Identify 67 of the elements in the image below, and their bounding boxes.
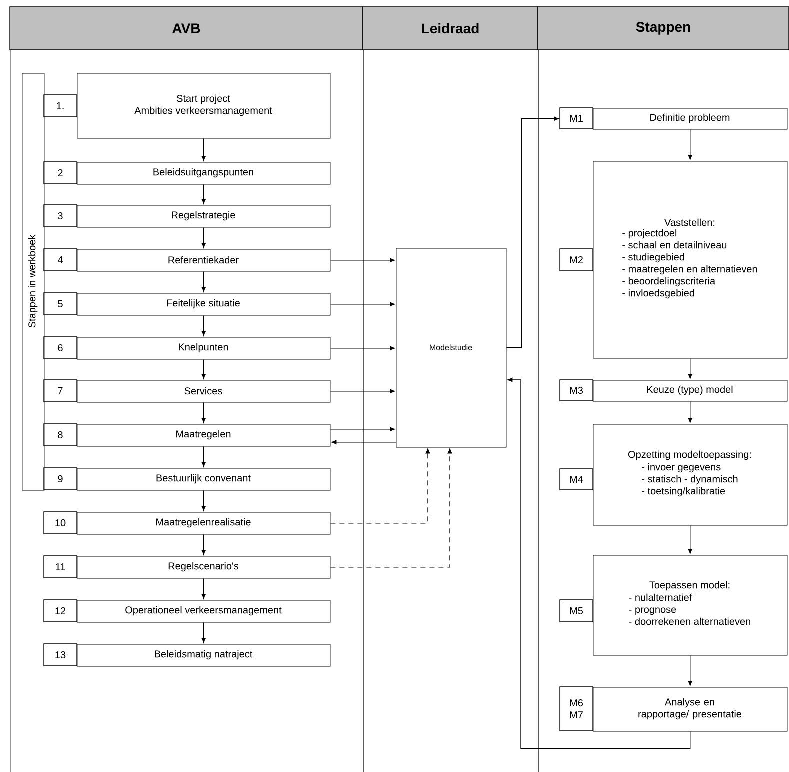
step-box: 3 Regelstrategie	[44, 204, 331, 228]
node-label: M1	[570, 115, 583, 122]
process-box: Modelstudie	[396, 248, 507, 448]
arrow	[688, 358, 693, 380]
step-box: 9 Bestuurlijk convenant	[44, 468, 331, 491]
node-label: 5	[58, 300, 63, 308]
node-label: 12	[56, 608, 66, 614]
arrow	[202, 534, 206, 556]
node-label: M4	[570, 476, 584, 483]
node-label: M6 M7	[570, 700, 584, 718]
step-box: 11 Regelscenario's	[44, 556, 331, 579]
step-box: 8 Maatregelen	[44, 424, 331, 447]
step-box: 12 Operationeel verkeersmanagement	[44, 600, 331, 623]
step-box: M3 Keuze (type) model	[560, 380, 788, 402]
node-label: 6	[58, 344, 63, 352]
step-box: 5 Feitelijke situatie	[44, 292, 331, 316]
arrow	[202, 402, 206, 424]
arrow	[330, 346, 396, 351]
arrow	[202, 227, 206, 248]
node-label: 3	[58, 212, 63, 220]
dashed-arrow	[330, 448, 430, 524]
arrow	[202, 622, 206, 644]
arrow	[330, 302, 396, 307]
arrow	[688, 525, 693, 554]
node-label: 13	[56, 651, 66, 659]
step-box: 10 Maatregelenrealisatie	[44, 512, 331, 535]
node-label: 7	[58, 388, 63, 394]
node-label: M3	[570, 386, 584, 394]
arrow	[688, 401, 693, 424]
step-box: 1. Start project Ambities verkeersmanagement	[44, 73, 331, 139]
dashed-arrow	[330, 448, 452, 568]
node-label: 2	[58, 170, 63, 176]
arrow	[202, 446, 206, 468]
step-box: M5 Toepassen model: - nulalternatief - prognose - doorrekenen alternatieven	[560, 555, 788, 656]
bracket-box: Stappen in werkboek	[22, 73, 45, 491]
node-label: 11	[56, 564, 66, 570]
arrow	[330, 258, 396, 263]
arrow	[508, 378, 691, 750]
node-label: 1.	[57, 102, 64, 110]
step-box: 4 Referentiekader	[44, 248, 331, 272]
arrow	[330, 389, 396, 394]
node-label: 8	[58, 431, 63, 439]
step-box: 2 Beleidsuitgangspunten	[44, 162, 331, 185]
node-label: M2	[570, 256, 583, 264]
arrow	[202, 578, 206, 600]
arrow	[332, 440, 396, 445]
step-box: M4 Opzetting modeltoepassing: - invoer gegevens - statisch - dynamisch - toetsing/kalibratie	[560, 424, 788, 526]
step-box: M2 Vaststellen: - projectdoel - schaal en detailniveau - studiegebied - maatregelen en alternatieven - beoordelingscriteria - invloedsgebied	[560, 161, 788, 359]
arrow	[202, 359, 206, 380]
node-label: 9	[58, 475, 63, 483]
arrow	[688, 655, 693, 686]
arrow	[202, 184, 206, 204]
node-label: M5	[570, 608, 584, 614]
arrow	[202, 315, 206, 336]
arrow	[330, 427, 396, 432]
node-label: 4	[58, 256, 63, 264]
step-box: M1 Definitie probleem	[560, 108, 788, 130]
arrow	[688, 129, 693, 160]
arrow	[202, 138, 206, 162]
step-box: M6 M7 Analyse en rapportage/ presentatie	[560, 686, 788, 732]
step-box: 6 Knelpunten	[44, 336, 331, 360]
arrow	[506, 116, 560, 348]
node-label: 10	[56, 519, 66, 527]
arrow	[202, 271, 206, 292]
arrow	[202, 490, 206, 512]
step-box: 7 Services	[44, 380, 331, 403]
step-box: 13 Beleidsmatig natraject	[44, 644, 331, 667]
